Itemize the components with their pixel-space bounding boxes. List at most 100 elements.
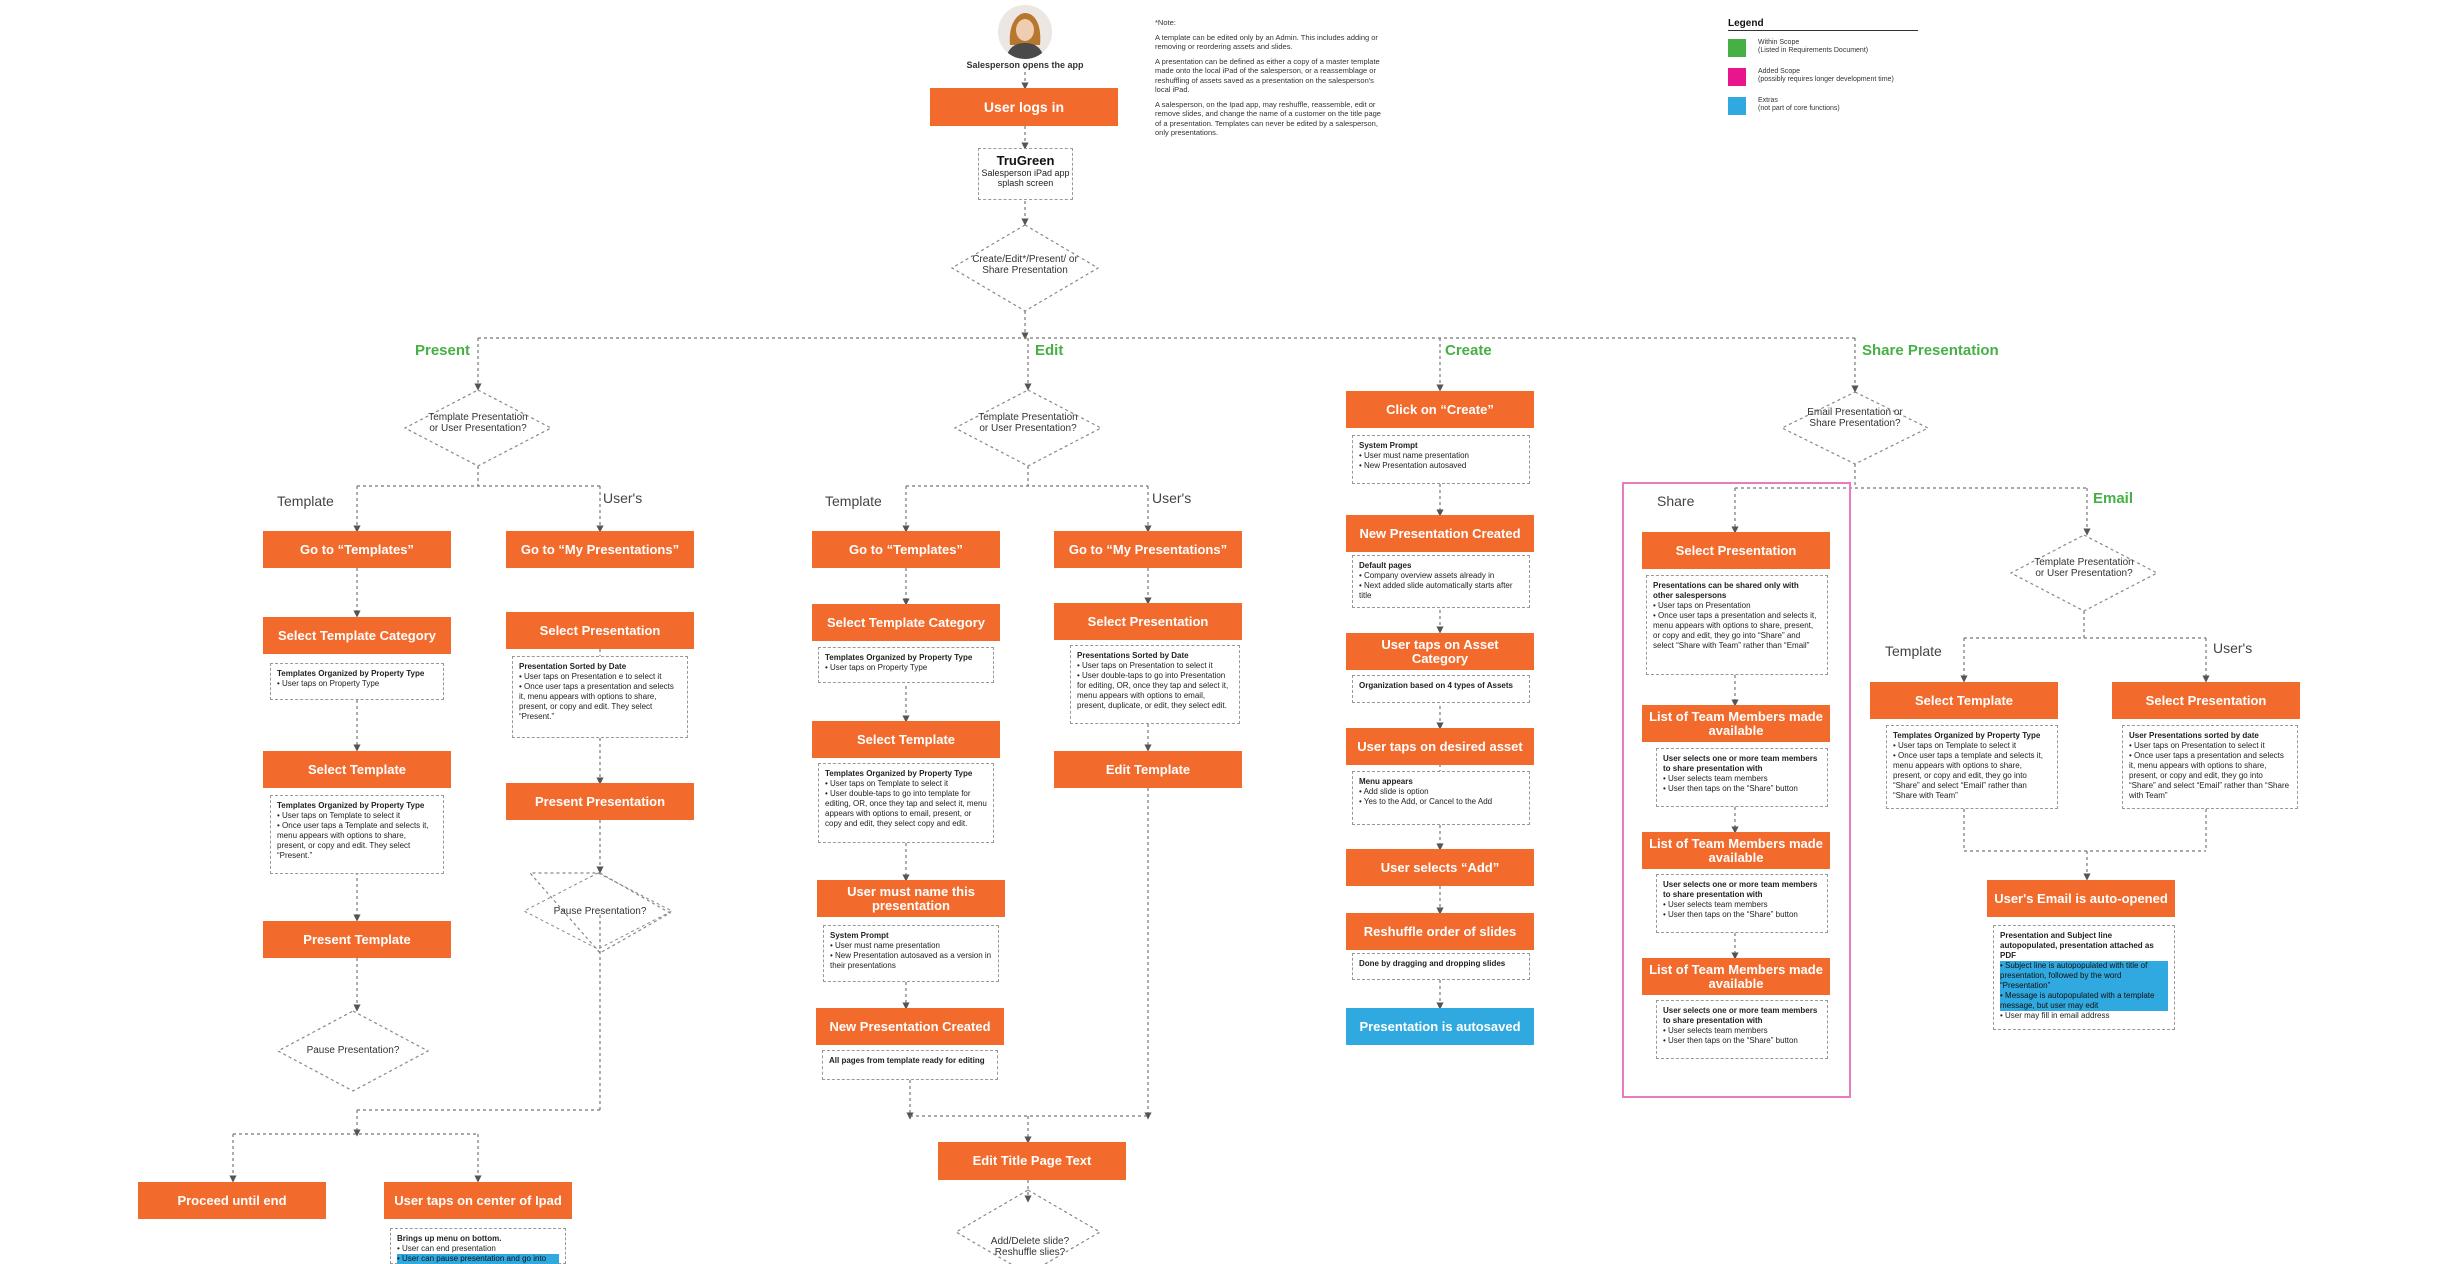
note-heading: Done by dragging and dropping slides	[1359, 959, 1506, 968]
note-heading: All pages from template ready for editin…	[829, 1056, 985, 1065]
note-item: • User may fill in email address	[2000, 1011, 2110, 1020]
branch-share-label: Share Presentation	[1862, 342, 1999, 359]
proceed-until-end-box: Proceed until end	[138, 1182, 326, 1219]
email-auto-opened-note: Presentation and Subject line autopopula…	[1993, 925, 2175, 1030]
note-heading: System Prompt	[1359, 441, 1418, 450]
edit-select-template-box: Select Template	[812, 721, 1000, 758]
pause-presentation-label: Pause Presentation?	[553, 906, 647, 917]
admin-notes: *Note: A template can be edited only by …	[1155, 18, 1387, 143]
team-members-list-box-3: List of Team Members made available	[1642, 958, 1830, 995]
note-heading: Brings up menu on bottom.	[397, 1234, 502, 1243]
legend-swatch-green	[1728, 39, 1746, 57]
pause-presentation-label: Pause Presentation?	[306, 1045, 400, 1056]
email-template-label: Template	[1885, 643, 1942, 659]
note-item: • Once user taps a template and selects …	[1893, 751, 2043, 800]
note-heading: System Prompt	[830, 931, 889, 940]
note-item: • User taps on Presentation to select it	[2129, 741, 2265, 750]
team-members-note-1: User selects one or more team members to…	[1656, 748, 1828, 807]
present-users-label: User's	[603, 490, 643, 506]
edit-select-template-note: Templates Organized by Property Type • U…	[818, 763, 994, 843]
note-item-extra: • User can pause presentation and go int…	[397, 1254, 559, 1264]
present-go-templates-box: Go to “Templates”	[263, 531, 451, 568]
click-create-box: Click on “Create”	[1346, 391, 1534, 428]
desired-asset-box: User taps on desired asset	[1346, 728, 1534, 765]
main-decision-label: Create/Edit*/Present/ or Share Presentat…	[972, 254, 1078, 276]
note-heading: Default pages	[1359, 561, 1412, 570]
reshuffle-note: Done by dragging and dropping slides	[1352, 953, 1530, 980]
team-members-list-box-1: List of Team Members made available	[1642, 705, 1830, 742]
note-item: • New Presentation autosaved as a versio…	[830, 951, 992, 970]
note-item: • User taps on Presentation	[1653, 601, 1751, 610]
note-item: • User selects team members	[1663, 900, 1768, 909]
present-template-box: Present Template	[263, 921, 451, 958]
note-heading: User selects one or more team members to…	[1663, 1006, 1818, 1025]
legend-row-added: Added Scope(possibly requires longer dev…	[1728, 68, 1918, 86]
note-heading: Presentations Sorted by Date	[1077, 651, 1189, 660]
salesperson-avatar	[998, 5, 1052, 59]
note-item: • User then taps on the “Share” button	[1663, 1036, 1798, 1045]
add-delete-slide-label: Add/Delete slide? Reshuffle slies?	[990, 1236, 1070, 1258]
share-select-presentation-note: Presentations can be shared only with ot…	[1646, 575, 1828, 675]
note-item: • New Presentation autosaved	[1359, 461, 1467, 470]
edit-new-created-note: All pages from template ready for editin…	[822, 1050, 998, 1080]
edit-select-template-category-box: Select Template Category	[812, 604, 1000, 641]
pause-presentation-diamond	[522, 872, 674, 950]
splash-sub: Salesperson iPad app splash screen	[981, 168, 1070, 188]
legend: Legend Within Scope(Listed in Requiremen…	[1728, 19, 1918, 126]
edit-go-my-presentations-box: Go to “My Presentations”	[1054, 531, 1242, 568]
legend-sub: (Listed in Requirements Document)	[1758, 47, 1869, 54]
splash-screen-box: TruGreen Salesperson iPad app splash scr…	[978, 148, 1073, 200]
note-item: • User then taps on the “Share” button	[1663, 784, 1798, 793]
edit-go-templates-box: Go to “Templates”	[812, 531, 1000, 568]
legend-label: Within Scope	[1758, 39, 1800, 46]
legend-sub: (not part of core functions)	[1758, 105, 1840, 112]
legend-label: Extras	[1758, 97, 1778, 104]
present-select-category-note: Templates Organized by Property Type • U…	[270, 663, 444, 700]
present-select-template-box: Select Template	[263, 751, 451, 788]
team-members-note-3: User selects one or more team members to…	[1656, 1000, 1828, 1059]
note-item: • User can end presentation	[397, 1244, 496, 1253]
desired-asset-note: Menu appears • Add slide is option • Yes…	[1352, 771, 1530, 825]
legend-title: Legend	[1728, 19, 1918, 31]
edit-select-category-note: Templates Organized by Property Type • U…	[818, 647, 994, 683]
present-decision-label: Template Presentation or User Presentati…	[428, 412, 528, 434]
start-caption: Salesperson opens the app	[966, 60, 1084, 70]
notes-p2: A presentation can be defined as either …	[1155, 56, 1380, 95]
note-item: • User double-taps to go into template f…	[825, 789, 987, 828]
create-new-presentation-created-box: New Presentation Created	[1346, 515, 1534, 552]
user-must-name-box: User must name this presentation	[817, 880, 1005, 917]
note-heading: Templates Organized by Property Type	[277, 801, 425, 810]
edit-title-page-text-box: Edit Title Page Text	[938, 1142, 1126, 1180]
email-select-template-note: Templates Organized by Property Type • U…	[1886, 725, 2058, 809]
share-select-presentation-box: Select Presentation	[1642, 532, 1830, 569]
email-users-label: User's	[2213, 640, 2253, 656]
present-select-presentation-note: Presentation Sorted by Date • User taps …	[512, 656, 688, 738]
email-select-template-box: Select Template	[1870, 682, 2058, 719]
present-go-my-presentations-box: Go to “My Presentations”	[506, 531, 694, 568]
added-scope-frame	[1622, 482, 1851, 1098]
note-item: • Next added slide automatically starts …	[1359, 581, 1513, 600]
edit-users-label: User's	[1152, 490, 1192, 506]
note-item-extra: • Message is autopopulated with a templa…	[2000, 991, 2168, 1011]
note-item: • Once user taps a presentation and sele…	[519, 682, 674, 721]
legend-swatch-blue	[1728, 97, 1746, 115]
branch-present-label: Present	[415, 342, 471, 359]
legend-row-within: Within Scope(Listed in Requirements Docu…	[1728, 39, 1918, 57]
note-heading: Presentation Sorted by Date	[519, 662, 627, 671]
note-heading: Templates Organized by Property Type	[277, 669, 425, 678]
note-item: • User taps on Template to select it	[1893, 741, 2017, 750]
team-members-list-box-2: List of Team Members made available	[1642, 832, 1830, 869]
present-select-template-note: Templates Organized by Property Type • U…	[270, 795, 444, 874]
note-heading: User selects one or more team members to…	[1663, 754, 1818, 773]
note-item: • User then taps on the “Share” button	[1663, 910, 1798, 919]
note-item: • User selects team members	[1663, 774, 1768, 783]
legend-row-extras: Extras(not part of core functions)	[1728, 97, 1918, 115]
notes-p3: A salesperson, on the Ipad app, may resh…	[1155, 99, 1381, 138]
email-select-presentation-note: User Presentations sorted by date • User…	[2122, 725, 2298, 809]
note-item: • User taps on Property Type	[277, 679, 380, 688]
note-item: • User double-taps to go into Presentati…	[1077, 671, 1229, 710]
note-item: • Once user taps a Template and selects …	[277, 821, 429, 860]
email-decision-label: Template Presentation or User Presentati…	[2034, 557, 2134, 579]
present-presentation-box: Present Presentation	[506, 783, 694, 820]
notes-p1: A template can be edited only by an Admi…	[1155, 32, 1378, 52]
